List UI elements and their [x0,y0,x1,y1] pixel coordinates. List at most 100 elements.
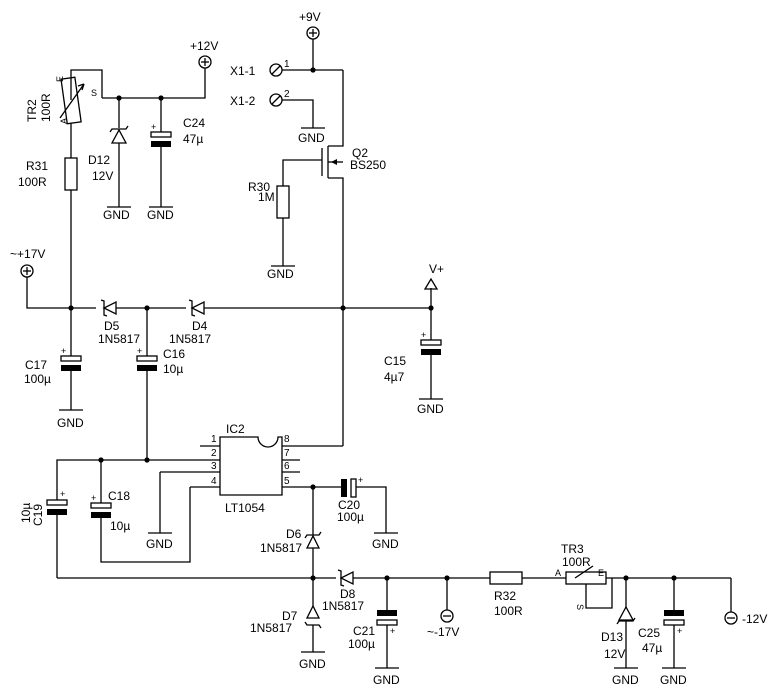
d8-value: 1N5817 [322,599,364,613]
c16-value: 10µ [163,362,183,376]
c25-ref: C25 [638,626,660,640]
gnd-label: GND [267,267,294,281]
tr2-pin-s: S [91,88,97,98]
tr3-trimmer: TR3 100R A E S [555,542,626,610]
plus9v-label: +9V [299,10,321,24]
tr2-pin-a: A [59,118,69,124]
c18-plus: + [91,493,96,503]
ic2-pin-7: 7 [284,448,290,459]
c17-capacitor: + C17 100µ GND [24,308,84,430]
tr3-value: 100R [562,555,591,569]
d6-value: 1N5817 [260,541,302,555]
plus12v-terminal: +12V [190,39,218,69]
c17-value: 100µ [24,372,51,386]
minus12v-terminal: -12V [724,578,767,626]
ic2-pin-2: 2 [211,448,217,459]
ic2-pin3-ground: GND [146,472,173,551]
minus17v-label: ~-17V [427,625,459,639]
q2-ref: Q2 [352,146,368,160]
gnd-label: GND [103,208,130,222]
x1-2-label: X1-2 [230,94,256,108]
c19-ref: C19 [31,504,45,526]
tr3-pin-s: S [575,604,585,610]
d5-value: 1N5817 [98,332,140,346]
ic2-pin-8: 8 [284,434,290,445]
c25-capacitor: + C25 47µ GND [638,578,687,687]
tr2-ref: TR2 [25,99,39,122]
c21-plus: + [390,626,395,636]
vplus-terminal: V+ [423,262,444,308]
d6-ref: D6 [286,527,302,541]
x1-pin-1: 1 [284,59,290,70]
c15-capacitor: + C15 4µ7 GND [384,308,444,416]
c16-ref: C16 [163,347,185,361]
plus9v-terminal: +9V [299,10,321,40]
c21-capacitor: + C21 100µ GND [348,578,400,687]
vplus-label: V+ [429,262,444,276]
r30-value: 1M [258,190,275,204]
r31-value: 100R [18,175,47,189]
c20-plus: + [358,475,363,485]
c18-capacitor: + C18 10µ [90,460,191,563]
tr3-ref: TR3 [561,542,584,556]
tr3-pin-a: A [555,568,561,578]
gnd-label: GND [660,673,687,687]
ic2-lt1054: IC2 LT1054 1 2 3 4 5 6 7 8 [147,422,343,515]
tr2-trimmer: E S A TR2 100R [25,69,103,125]
ic2-pin-1: 1 [211,434,217,445]
d7-ref: D7 [282,609,298,623]
d4-value: 1N5817 [169,332,211,346]
plus12v-label: +12V [190,39,218,53]
tr2-pin-e: E [55,76,65,82]
gnd-label: GND [372,537,399,551]
d6-diode: D6 1N5817 [260,487,322,578]
d12-zener: D12 12V GND [88,98,131,222]
c19-value: 10µ [19,503,33,523]
r32-value: 100R [494,604,523,618]
ic2-pin-3: 3 [211,461,217,472]
ic2-ref: IC2 [226,422,245,436]
ic2-pin-6: 6 [284,461,290,472]
c16-capacitor: + C16 10µ [136,308,185,460]
c20-value: 100µ [337,510,364,524]
c25-value: 47µ [642,641,662,655]
d5-ref: D5 [104,319,120,333]
c17-plus: + [61,346,66,356]
d7-value: 1N5817 [250,621,292,635]
x1-connector: X1-1 1 X1-2 2 GND [230,59,343,145]
c25-plus: + [677,626,682,636]
d12-ref: D12 [88,153,110,167]
minus17v-terminal: ~-17V [427,578,459,639]
c15-plus: + [421,330,426,340]
gnd-label: GND [612,673,639,687]
c24-value: 47µ [183,132,203,146]
c18-value: 10µ [110,519,130,533]
gnd-label: GND [417,402,444,416]
gnd-label: GND [298,131,325,145]
gnd-label: GND [373,673,400,687]
c24-plus: + [151,122,156,132]
c17-ref: C17 [25,358,47,372]
gnd-label: GND [146,537,173,551]
c24-ref: C24 [183,116,205,130]
c15-value: 4µ7 [384,370,405,384]
r30-resistor: R30 1M GND [248,180,295,281]
d13-zener: D13 12V GND [601,578,639,687]
gnd-label: GND [299,657,326,671]
d4-diode: D4 1N5817 [169,299,431,346]
d12-value: 12V [92,169,113,183]
d13-ref: D13 [601,630,623,644]
c15-ref: C15 [384,354,406,368]
gnd-label: GND [57,416,84,430]
ic2-pin-5: 5 [284,476,290,487]
ic2-pin-4: 4 [211,476,217,487]
x1-pin-2: 2 [284,89,290,100]
d7-diode: D7 1N5817 GND [250,578,326,671]
q2-mosfet: Q2 BS250 [282,70,386,308]
d5-diode: D5 1N5817 [98,299,186,346]
c19-plus: + [60,489,65,499]
c21-value: 100µ [348,637,375,651]
d8-diode: D8 1N5817 [322,569,490,613]
d13-value: 12V [604,647,625,661]
